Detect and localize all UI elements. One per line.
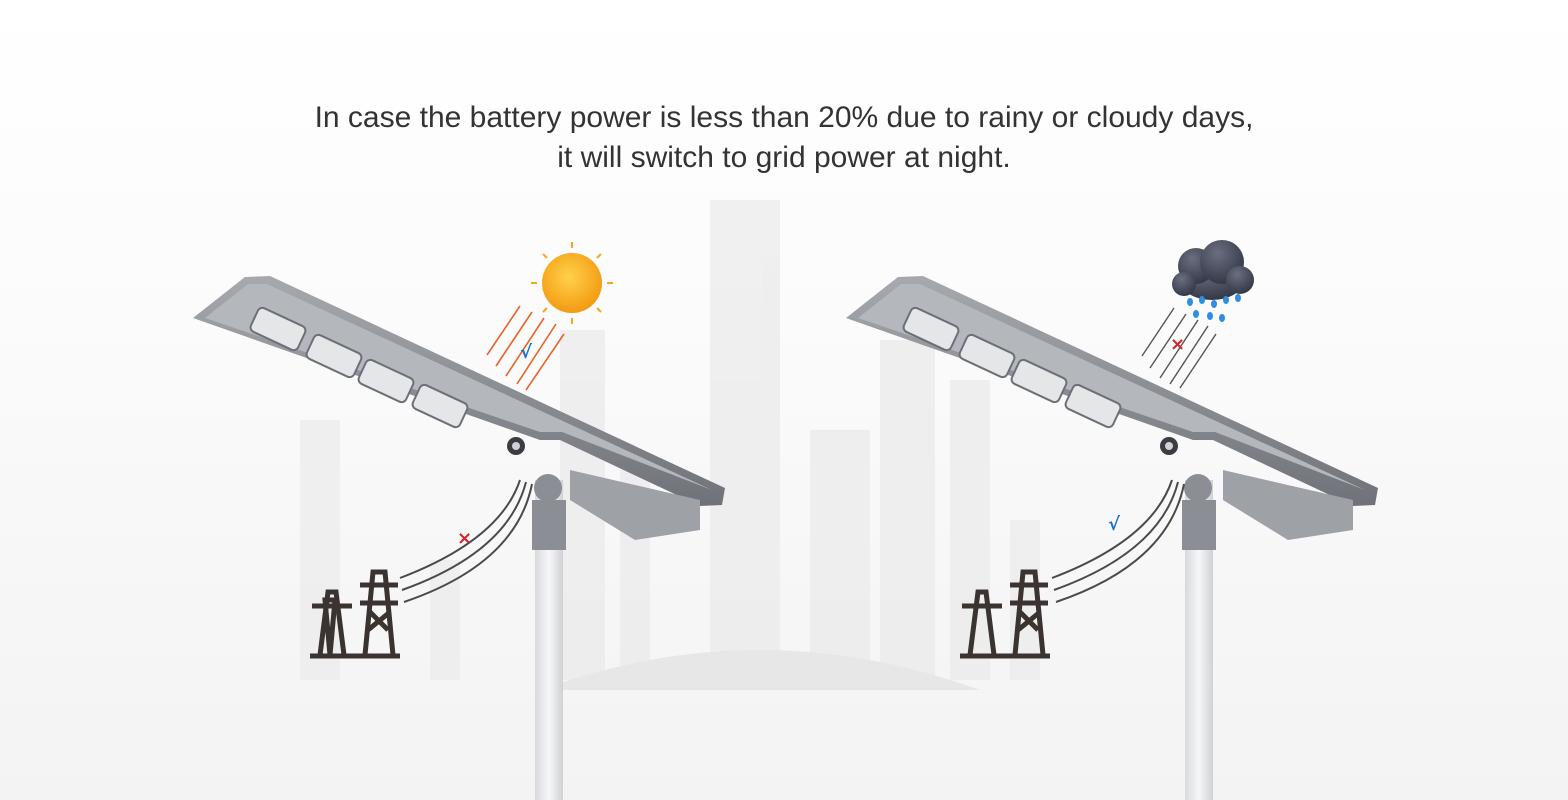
headline-line-2: it will switch to grid power at night.: [557, 141, 1011, 174]
headline: In case the battery power is less than 2…: [0, 98, 1568, 178]
right-grid-status-mark: √: [1108, 514, 1121, 535]
sun-rays: [486, 305, 565, 391]
lamp-bracket: [532, 500, 566, 550]
left-street-lamp: [193, 276, 725, 800]
right-solar-status-mark: ×: [1170, 334, 1185, 355]
right-street-lamp: [846, 276, 1378, 800]
lamp-joint: [1184, 474, 1212, 502]
battery-box: [570, 470, 700, 540]
left-power-tower-icon: [310, 569, 400, 659]
sun-icon: [531, 242, 613, 324]
dim-light-rays: [1141, 307, 1217, 389]
lamp-bracket: [1182, 500, 1216, 550]
led-modules: [902, 306, 1122, 429]
battery-box: [1223, 470, 1353, 540]
left-grid-status-mark: ×: [457, 528, 472, 549]
rain-cloud-icon: [1172, 240, 1254, 322]
headline-line-1: In case the battery power is less than 2…: [314, 101, 1254, 134]
led-modules: [249, 306, 469, 429]
grid-wires: [399, 479, 533, 603]
left-solar-status-mark: √: [520, 342, 533, 363]
grid-wires: [1051, 479, 1185, 603]
lamp-joint: [534, 474, 562, 502]
right-power-tower-icon: [960, 569, 1050, 659]
city-skyline-background: [300, 200, 1040, 690]
